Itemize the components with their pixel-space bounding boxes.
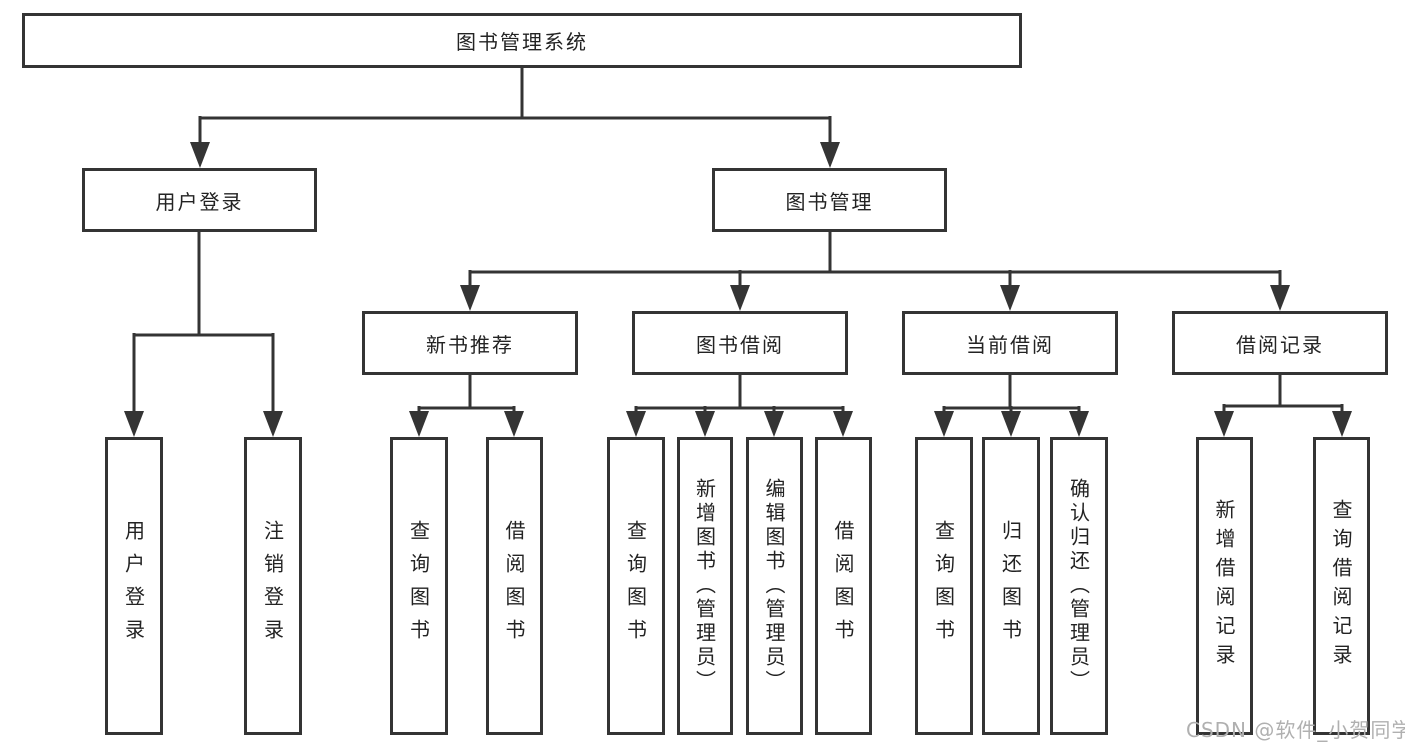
node-label: 当前借阅 (966, 332, 1054, 357)
leaf-label: 查询借阅记录 (1329, 499, 1353, 673)
arrow-down-icon (626, 411, 646, 437)
arrow-down-icon (1214, 411, 1234, 437)
arrow-down-icon (263, 411, 283, 437)
leaf-add-book-admin: 新增图书（管理员） (677, 437, 733, 735)
leaf-confirm-return-admin: 确认归还（管理员） (1050, 437, 1108, 735)
connector-login-to-leaves (132, 232, 275, 415)
arrow-down-icon (820, 142, 840, 168)
node-label: 用户登录 (155, 189, 244, 214)
leaf-borrow-book: 借阅图书 (815, 437, 872, 735)
leaf-label: 借阅图书 (831, 520, 855, 652)
arrow-down-icon (124, 411, 144, 437)
arrow-down-icon (190, 142, 210, 168)
leaf-label: 新增借阅记录 (1212, 499, 1236, 673)
node-borrow-record: 借阅记录 (1172, 311, 1388, 375)
leaf-label: 确认归还（管理员） (1066, 478, 1091, 694)
arrow-down-icon (695, 411, 715, 437)
arrow-down-icon (504, 411, 524, 437)
arrow-down-icon (1001, 411, 1021, 437)
connector-borrow-to-leaves (634, 375, 845, 415)
arrow-down-icon (764, 411, 784, 437)
arrow-down-icon (409, 411, 429, 437)
node-new-book-recommend: 新书推荐 (362, 311, 578, 375)
leaf-return-book: 归还图书 (982, 437, 1040, 735)
leaf-user-login: 用户登录 (105, 437, 163, 735)
leaf-query-borrow-record: 查询借阅记录 (1313, 437, 1370, 735)
leaf-borrow-book-recommend: 借阅图书 (486, 437, 543, 735)
arrow-down-icon (730, 285, 750, 311)
leaf-query-book-current: 查询图书 (915, 437, 973, 735)
leaf-label: 查询图书 (623, 520, 648, 652)
connector-mgmt-to-level3 (468, 232, 1282, 289)
arrow-down-icon (1069, 411, 1089, 437)
node-book-management: 图书管理 (712, 168, 947, 232)
node-book-borrow: 图书借阅 (632, 311, 848, 375)
connector-recommend-to-leaves (417, 375, 516, 415)
node-label: 图书管理系统 (456, 30, 588, 54)
node-current-borrow: 当前借阅 (902, 311, 1118, 375)
leaf-label: 编辑图书（管理员） (762, 478, 786, 694)
arrow-down-icon (833, 411, 853, 437)
arrow-down-icon (1332, 411, 1352, 437)
leaf-label: 归还图书 (998, 520, 1023, 652)
node-label: 图书借阅 (696, 332, 784, 357)
leaf-query-book-borrow: 查询图书 (607, 437, 665, 735)
leaf-label: 注销登录 (260, 520, 285, 652)
node-user-login: 用户登录 (82, 168, 317, 232)
arrow-down-icon (934, 411, 954, 437)
leaf-add-borrow-record: 新增借阅记录 (1196, 437, 1253, 735)
node-system-root: 图书管理系统 (22, 13, 1022, 68)
node-label: 借阅记录 (1236, 332, 1324, 357)
arrow-down-icon (1270, 285, 1290, 311)
csdn-watermark: CSDN @软件_小贺同学 (1186, 718, 1405, 742)
connector-record-to-leaves (1222, 375, 1344, 415)
connector-current-to-leaves (942, 375, 1081, 415)
leaf-edit-book-admin: 编辑图书（管理员） (746, 437, 803, 735)
leaf-label: 查询图书 (406, 520, 431, 652)
arrow-down-icon (460, 285, 480, 311)
leaf-query-book-recommend: 查询图书 (390, 437, 448, 735)
leaf-logout: 注销登录 (244, 437, 302, 735)
leaf-label: 借阅图书 (502, 520, 526, 652)
arrowhead-icons (124, 142, 1352, 437)
arrow-down-icon (1000, 285, 1020, 311)
node-label: 图书管理 (785, 189, 874, 214)
leaf-label: 新增图书（管理员） (692, 478, 717, 694)
leaf-label: 查询图书 (931, 520, 956, 652)
node-label: 新书推荐 (426, 332, 514, 357)
leaf-label: 用户登录 (121, 520, 146, 652)
connector-root-to-level2 (198, 68, 832, 146)
